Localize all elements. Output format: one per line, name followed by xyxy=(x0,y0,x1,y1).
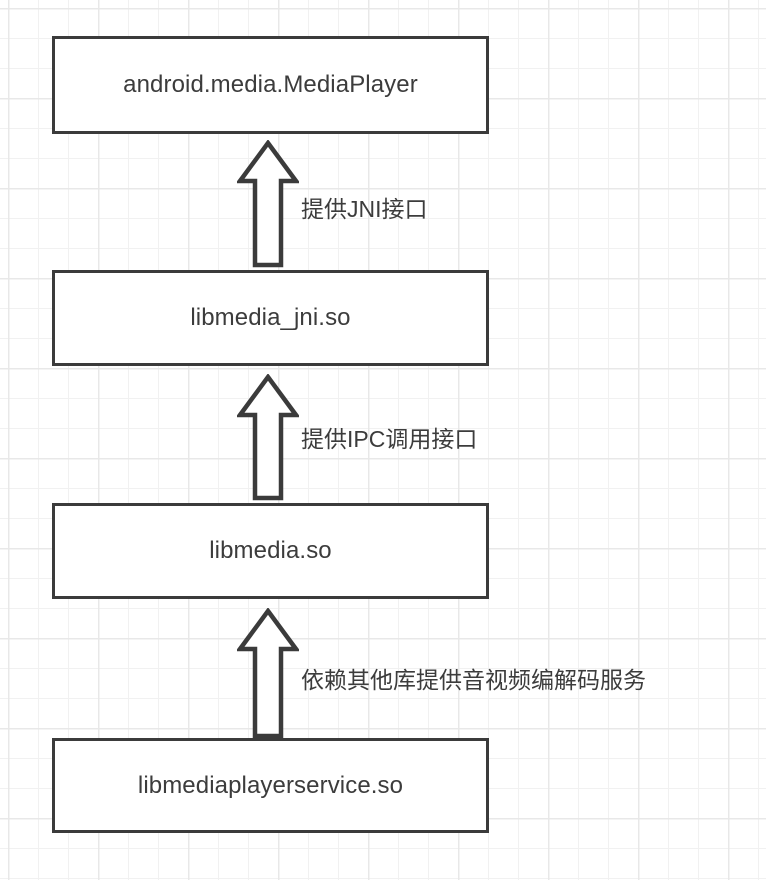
edge-label-jni: 提供JNI接口 xyxy=(301,196,428,222)
node-label: libmediaplayerservice.so xyxy=(137,771,404,799)
node-libmediaplayerservice-so[interactable]: libmediaplayerservice.so xyxy=(52,738,489,833)
edge-label-codec: 依赖其他库提供音视频编解码服务 xyxy=(301,667,646,693)
node-label: android.media.MediaPlayer xyxy=(123,71,418,98)
node-label: libmedia.so xyxy=(209,537,332,564)
arrow-up-codec xyxy=(237,608,299,739)
arrow-up-jni xyxy=(237,140,299,268)
node-libmedia-jni-so[interactable]: libmedia_jni.so xyxy=(52,270,489,366)
node-label: libmedia_jni.so xyxy=(190,304,351,331)
node-libmedia-so[interactable]: libmedia.so xyxy=(52,503,489,599)
node-android-media-mediaplayer[interactable]: android.media.MediaPlayer xyxy=(52,36,489,134)
edge-label-ipc: 提供IPC调用接口 xyxy=(301,426,478,452)
arrow-up-ipc xyxy=(237,374,299,501)
